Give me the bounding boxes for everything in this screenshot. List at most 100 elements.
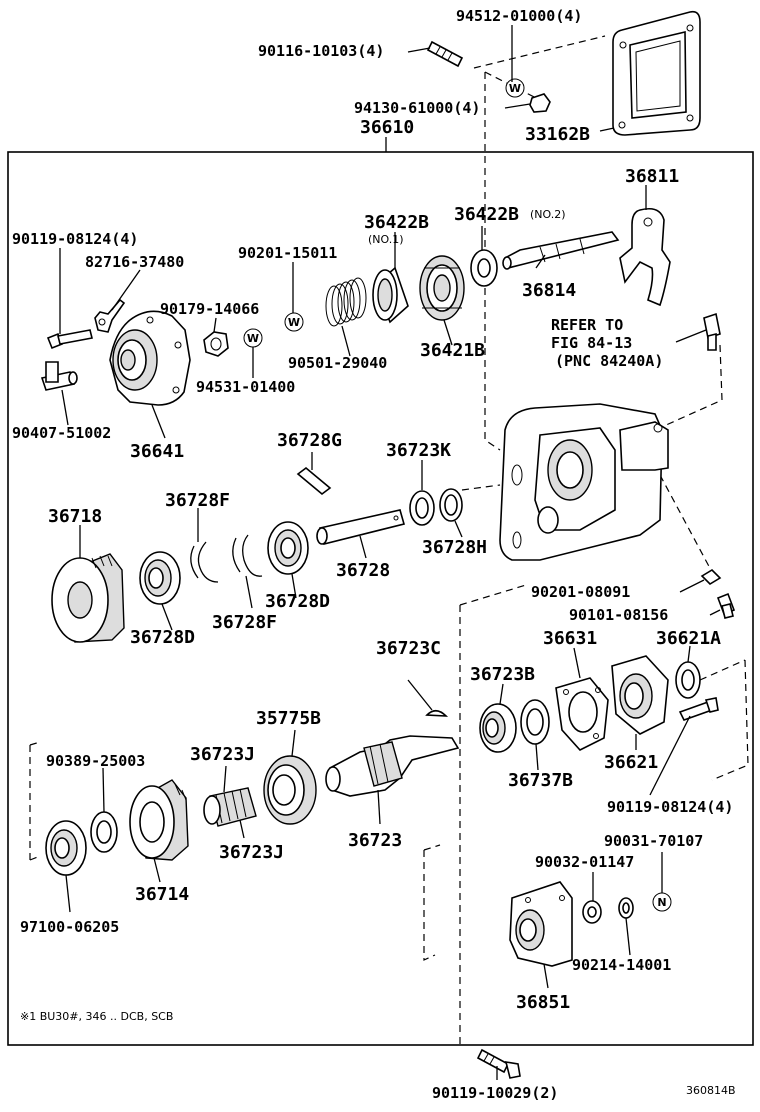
label-36728d-left: 36728D [130, 627, 195, 648]
retainer-36621 [611, 655, 669, 735]
seal-36621a [675, 661, 701, 699]
label-36631: 36631 [543, 628, 597, 649]
label-90407-51002: 90407-51002 [12, 424, 111, 442]
label-90119-08124-lower: 90119-08124(4) [607, 798, 733, 816]
label-36814: 36814 [522, 280, 576, 301]
footnote: ※1 BU30#, 346 .. DCB, SCB [20, 1010, 173, 1023]
gear-36718 [51, 553, 125, 643]
refer-line-2: FIG 84-13 [551, 334, 632, 352]
label-90179-14066: 90179-14066 [160, 300, 259, 318]
label-36422b-no2: 36422B [454, 204, 519, 225]
washer-90032 [582, 900, 602, 924]
label-36723: 36723 [348, 830, 402, 851]
label-36728f-lower: 36728F [212, 612, 277, 633]
label-36737b: 36737B [508, 770, 573, 791]
key-36728g [296, 466, 332, 496]
label-90116-10103: 90116-10103(4) [258, 42, 384, 60]
washer-36737b [520, 699, 550, 745]
nut-90179 [203, 331, 229, 357]
label-36641: 36641 [130, 441, 184, 462]
bolt-90201-08091 [700, 568, 722, 586]
label-36728f-upper: 36728F [165, 490, 230, 511]
label-90101-08156: 90101-08156 [569, 606, 668, 624]
label-no2: (NO.2) [530, 208, 566, 221]
refer-line-3: (PNC 84240A) [555, 352, 663, 370]
label-36621: 36621 [604, 752, 658, 773]
label-36723b: 36723B [470, 664, 535, 685]
label-36610: 36610 [360, 117, 414, 138]
label-90201-15011: 90201-15011 [238, 244, 337, 262]
sleeve-36422b-no1 [372, 266, 409, 324]
snap-ring-36728f-left [190, 541, 219, 583]
washer-w-tag: W [509, 82, 521, 95]
housing-36641 [109, 310, 191, 406]
label-97100-06205: 97100-06205 [20, 918, 119, 936]
label-33162b: 33162B [525, 124, 590, 145]
label-90389-25003: 90389-25003 [46, 752, 145, 770]
nut-94130 [529, 93, 551, 113]
label-36621a: 36621A [656, 628, 721, 649]
label-90214-14001: 90214-14001 [572, 956, 671, 974]
spring-90501 [325, 277, 367, 327]
label-36728d-right: 36728D [265, 591, 330, 612]
label-36723j-upper: 36723J [190, 744, 255, 765]
label-94531-01400: 94531-01400 [196, 378, 295, 396]
label-no1: (NO.1) [368, 233, 404, 246]
bolt-refer [703, 312, 721, 351]
bearing-36723b [479, 703, 517, 753]
label-90201-08091: 90201-08091 [531, 583, 630, 601]
label-94130-61000: 94130-61000(4) [354, 99, 480, 117]
figure-number: 360814B [686, 1084, 736, 1097]
label-35775b: 35775B [256, 708, 321, 729]
label-36422b-no1: 36422B [364, 212, 429, 233]
label-90501-29040: 90501-29040 [288, 354, 387, 372]
bolt-90119-lower-right [678, 697, 719, 721]
ring-36422b-no2 [470, 249, 498, 287]
bearing-36728d-right [267, 521, 309, 575]
label-36851: 36851 [516, 992, 570, 1013]
bolt-90101-08156 [716, 592, 736, 619]
assembly-frame [7, 151, 754, 1046]
n-tag: N [657, 896, 666, 909]
bracket-82716 [94, 298, 126, 333]
key-36723c [425, 709, 449, 717]
label-90032-01147: 90032-01147 [535, 853, 634, 871]
output-shaft-36723 [325, 735, 460, 797]
label-94512-01000: 94512-01000(4) [456, 7, 582, 25]
gasket-36631 [555, 677, 609, 751]
label-36811: 36811 [625, 166, 679, 187]
bearing-36728d-left [139, 551, 181, 605]
label-36728h: 36728H [422, 537, 487, 558]
fitting-90407 [40, 361, 78, 391]
transfer-case [499, 403, 669, 561]
shift-fork-36811 [619, 207, 671, 307]
shaft-36728 [316, 509, 405, 545]
washer-90389 [90, 811, 118, 853]
bearing-97100 [45, 820, 87, 876]
snap-ring-36728f-right [232, 534, 263, 577]
label-36723j-lower: 36723J [219, 842, 284, 863]
gear-36421b [419, 255, 465, 321]
cover-36851 [509, 881, 573, 967]
bolt-90119-upper [46, 329, 93, 350]
label-90031-70107: 90031-70107 [604, 832, 703, 850]
bolt-90119-10029 [476, 1048, 521, 1079]
shift-shaft-36814 [502, 231, 620, 270]
washer-w-tag-3: W [247, 332, 259, 345]
washer-w-tag-2: W [288, 316, 300, 329]
label-90119-08124-upper: 90119-08124(4) [12, 230, 138, 248]
ring-36723k [409, 490, 435, 526]
gear-35775b [263, 755, 317, 825]
label-36723k: 36723K [386, 440, 451, 461]
label-36723c: 36723C [376, 638, 441, 659]
label-36718: 36718 [48, 506, 102, 527]
label-90119-10029: 90119-10029(2) [432, 1084, 558, 1102]
label-36728: 36728 [336, 560, 390, 581]
washer-90214 [618, 897, 634, 919]
label-82716-37480: 82716-37480 [85, 253, 184, 271]
gear-36714 [129, 779, 189, 861]
label-36728g: 36728G [277, 430, 342, 451]
needle-bearing-36723j [203, 787, 257, 827]
label-36714: 36714 [135, 884, 189, 905]
